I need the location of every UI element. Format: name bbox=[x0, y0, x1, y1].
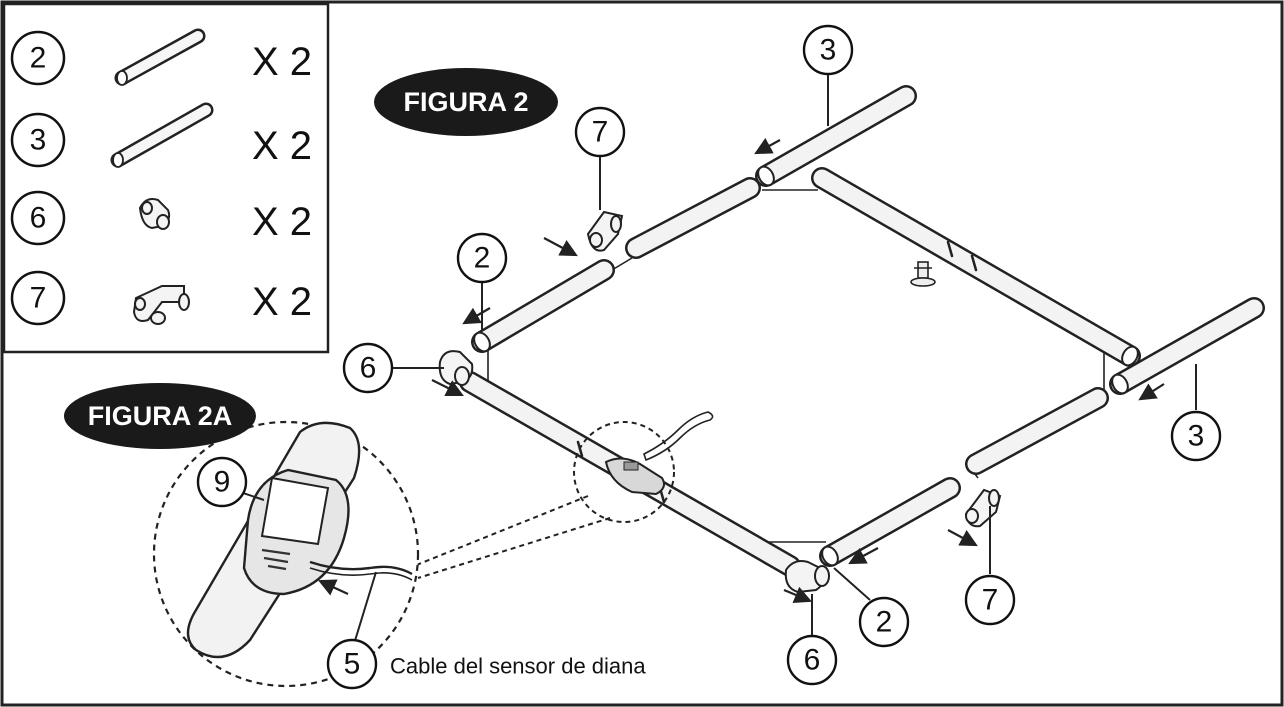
pole-top-left-segment bbox=[625, 177, 761, 259]
arrow bbox=[318, 579, 349, 596]
target-sensor bbox=[604, 411, 714, 496]
callout-number: 3 bbox=[1188, 420, 1205, 453]
part-number: 3 bbox=[30, 124, 47, 157]
callout-pole-2-left: 2 bbox=[456, 232, 508, 284]
part-number: 7 bbox=[30, 282, 47, 315]
pole-top-right bbox=[811, 167, 1141, 367]
zoomed-sensor bbox=[242, 468, 413, 596]
callout-number: 5 bbox=[344, 648, 361, 681]
legend-row-part-3: 3 X 2 bbox=[10, 102, 312, 168]
callout-elbow-6-bottom: 6 bbox=[786, 634, 838, 686]
cable-caption: Cable del sensor de diana bbox=[390, 654, 646, 679]
elbow-connector-bottom bbox=[784, 560, 830, 594]
callout-number: 7 bbox=[592, 116, 609, 149]
long-pole-icon bbox=[110, 102, 214, 168]
part-number-circle bbox=[10, 190, 66, 246]
pole-3-right bbox=[1109, 297, 1265, 395]
frame-assembly: 3 7 2 6 3 7 2 6 bbox=[342, 24, 1265, 686]
callout-pole-3-top: 3 bbox=[802, 24, 854, 76]
arrow bbox=[783, 586, 813, 604]
tee-connector-bottom bbox=[964, 488, 1002, 528]
callout-number: 7 bbox=[982, 584, 999, 617]
elbow-connector-icon bbox=[138, 198, 171, 230]
callout-number: 3 bbox=[820, 34, 837, 67]
zoom-source-circle bbox=[573, 421, 675, 523]
arrow bbox=[848, 547, 879, 565]
part-quantity: X 2 bbox=[252, 40, 312, 84]
arrow bbox=[947, 529, 978, 547]
figura-2-title: FIGURA 2 bbox=[403, 87, 528, 117]
part-number: 2 bbox=[30, 42, 47, 75]
part-number-circle bbox=[10, 270, 66, 326]
figura-2a-title: FIGURA 2A bbox=[88, 401, 233, 431]
callout-connector-7-bottom: 7 bbox=[964, 574, 1016, 626]
short-pole-icon bbox=[114, 28, 206, 86]
callout-pole-3-right: 3 bbox=[1170, 410, 1222, 462]
part-number-circle bbox=[10, 112, 66, 168]
figura-2a-detail: FIGURA 2A 9 5 Cable del sensor de diana bbox=[64, 383, 646, 690]
callout-number: 9 bbox=[214, 466, 231, 499]
part-quantity: X 2 bbox=[252, 124, 312, 168]
part-number: 6 bbox=[30, 202, 47, 235]
pole-bottom-right bbox=[965, 387, 1109, 475]
legend-row-part-2: 2 X 2 bbox=[10, 28, 312, 86]
part-quantity: X 2 bbox=[252, 200, 312, 244]
pole-2-bottom bbox=[819, 477, 961, 567]
pole-3-top bbox=[755, 85, 917, 187]
assembly-arrows bbox=[431, 137, 1165, 604]
legend-row-part-6: 6 X 2 bbox=[10, 190, 312, 246]
callout-number: 2 bbox=[876, 606, 893, 639]
callout-connector-7-top: 7 bbox=[574, 106, 626, 158]
part-number-circle bbox=[10, 30, 66, 86]
arrow bbox=[1138, 383, 1165, 401]
callout-number: 2 bbox=[474, 242, 491, 275]
figura-2a-badge: FIGURA 2A bbox=[64, 383, 256, 449]
arrow bbox=[543, 237, 578, 257]
part-quantity: X 2 bbox=[252, 280, 312, 324]
arrow bbox=[754, 137, 781, 155]
callout-cable-5: 5 Cable del sensor de diana bbox=[326, 638, 646, 690]
parts-legend: 2 X 2 3 X 2 6 bbox=[2, 2, 330, 354]
arrow bbox=[431, 379, 464, 396]
callout-number: 6 bbox=[360, 352, 377, 385]
figura-2-badge: FIGURA 2 bbox=[374, 68, 558, 136]
callout-pole-2-bottom: 2 bbox=[858, 596, 910, 648]
tee-connector-top bbox=[586, 210, 624, 252]
tee-connector-icon bbox=[132, 285, 190, 325]
callout-elbow-6-left: 6 bbox=[342, 342, 394, 394]
arrow bbox=[462, 307, 491, 325]
callout-number: 6 bbox=[804, 644, 821, 677]
legend-row-part-7: 7 X 2 bbox=[10, 270, 312, 326]
callout-sensor-9: 9 bbox=[196, 456, 265, 508]
target-base-icon bbox=[910, 261, 936, 287]
pole-2-left bbox=[471, 259, 615, 353]
